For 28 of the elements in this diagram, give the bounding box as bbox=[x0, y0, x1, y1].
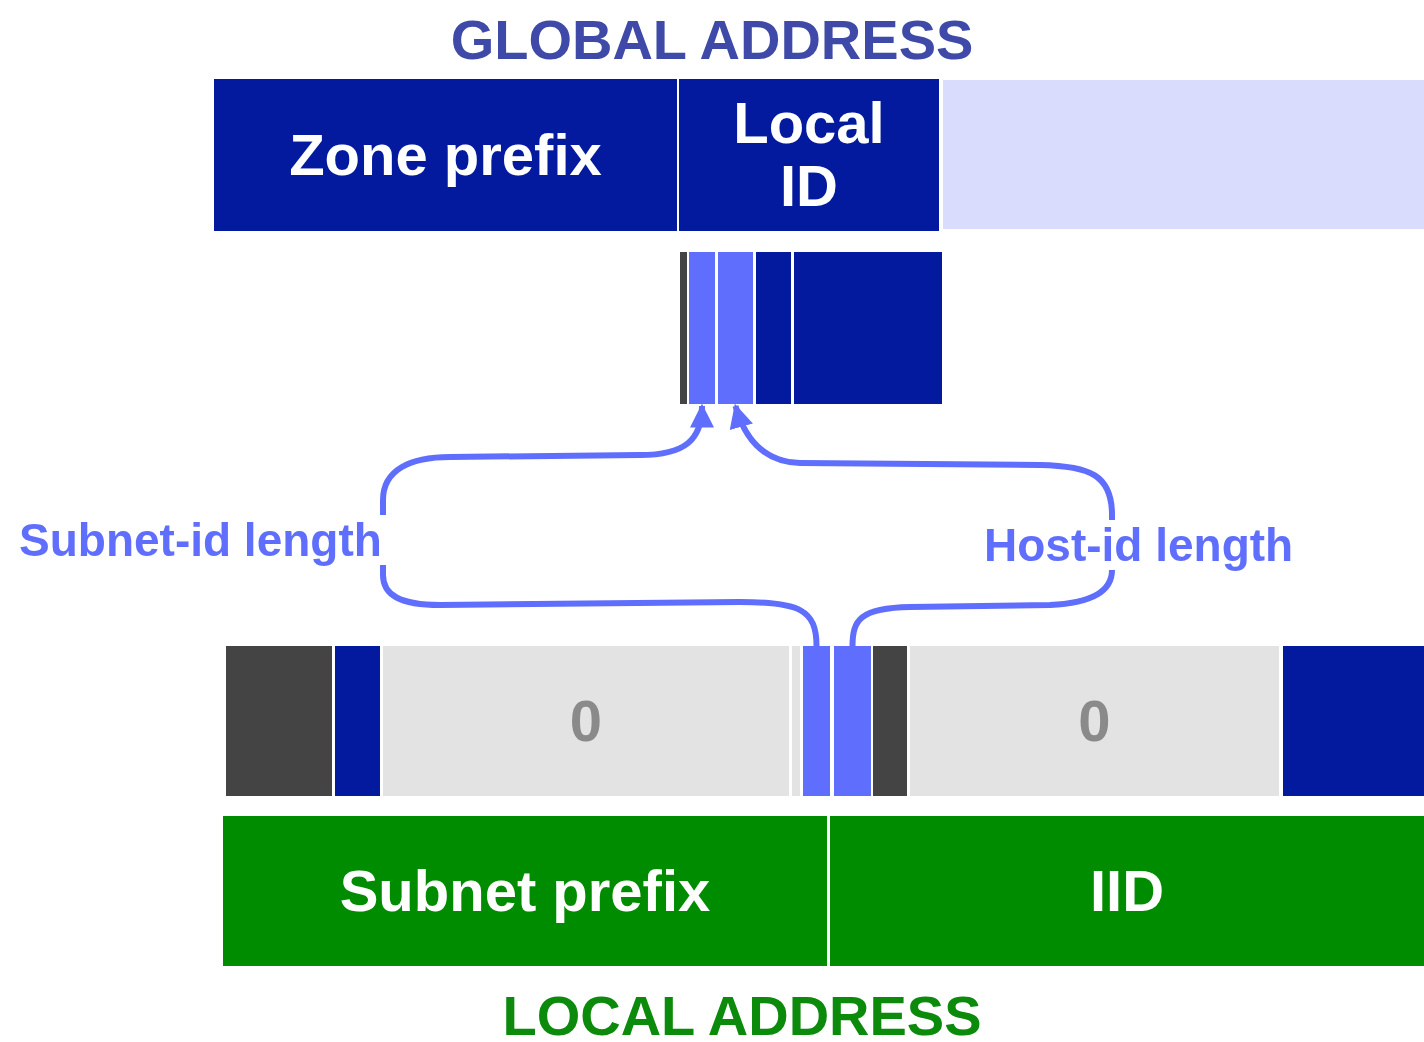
bit-segment bbox=[792, 646, 800, 796]
bit-segment bbox=[943, 80, 1424, 229]
segment-label: 0 bbox=[569, 689, 603, 753]
bit-segment bbox=[794, 252, 942, 404]
segment-label: 0 bbox=[1078, 689, 1111, 753]
bit-segment bbox=[689, 252, 715, 404]
zero-bits-field bbox=[383, 646, 789, 796]
iid-field bbox=[830, 816, 1424, 966]
curved-arrow bbox=[380, 403, 820, 647]
zone-prefix-field bbox=[214, 79, 677, 231]
bit-segment bbox=[756, 252, 791, 404]
segment-label: Zone prefix bbox=[289, 123, 602, 187]
zero-bits-field bbox=[910, 646, 1279, 796]
bit-segment bbox=[1283, 646, 1424, 796]
bit-segment bbox=[873, 646, 907, 796]
bit-segment bbox=[834, 646, 871, 796]
diagram-caption: LOCAL ADDRESS bbox=[501, 988, 983, 1042]
bit-segment bbox=[335, 646, 380, 796]
segment-label: Local ID bbox=[732, 92, 886, 218]
bit-segment bbox=[718, 252, 753, 404]
segment-label: Subnet prefix bbox=[339, 859, 711, 923]
local-id-field bbox=[679, 79, 939, 231]
subnet-prefix-field bbox=[223, 816, 827, 966]
bit-segment bbox=[803, 646, 830, 796]
diagram-title: GLOBAL ADDRESS bbox=[449, 12, 975, 68]
segment-label: IID bbox=[1089, 859, 1165, 923]
bit-segment bbox=[680, 252, 687, 404]
bit-segment bbox=[226, 646, 332, 796]
